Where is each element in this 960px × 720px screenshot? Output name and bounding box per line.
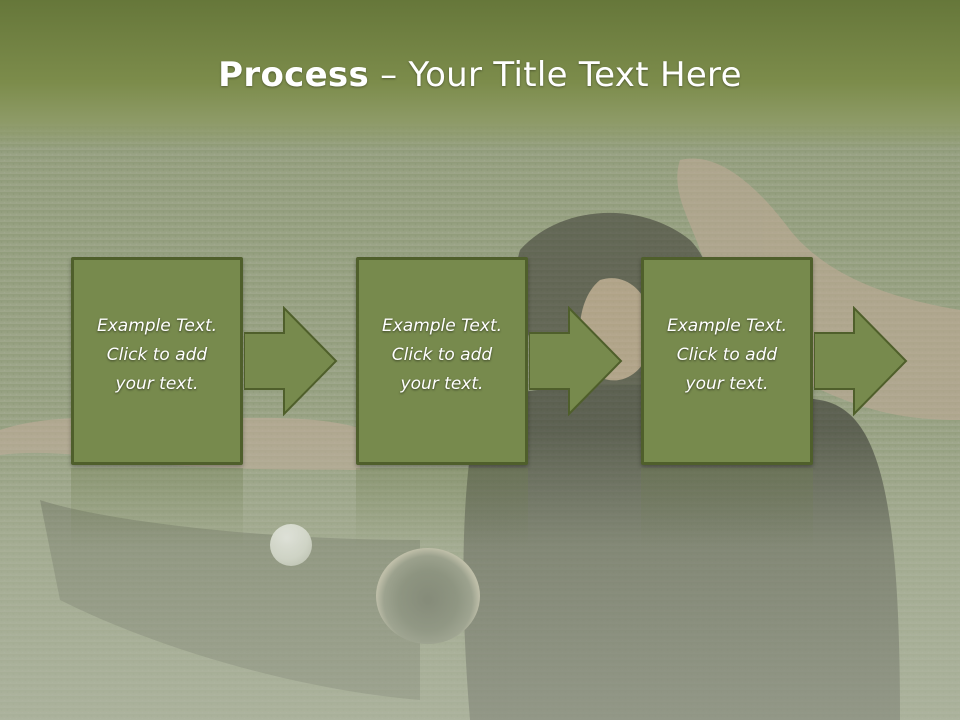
- arrow-right-icon: [244, 306, 338, 416]
- process-step-3[interactable]: Example Text. Click to add your text.: [641, 257, 813, 465]
- step-1-text: Example Text. Click to add your text.: [74, 312, 240, 399]
- arrow-right-icon: [814, 306, 908, 416]
- step-2-reflection: [356, 468, 528, 548]
- step-1-line-2: Click to add: [106, 345, 208, 365]
- step-3-text: Example Text. Click to add your text.: [644, 312, 810, 399]
- process-step-2[interactable]: Example Text. Click to add your text.: [356, 257, 528, 465]
- step-1-line-1: Example Text.: [96, 316, 218, 336]
- process-step-1[interactable]: Example Text. Click to add your text.: [71, 257, 243, 465]
- step-3-line-1: Example Text.: [666, 316, 788, 336]
- title-bold: Process: [218, 55, 370, 95]
- step-3-reflection: [641, 468, 813, 548]
- step-2-text: Example Text. Click to add your text.: [359, 312, 525, 399]
- arrow-right-icon: [529, 306, 623, 416]
- step-2-line-1: Example Text.: [381, 316, 503, 336]
- step-1-reflection: [71, 468, 243, 548]
- slide-title[interactable]: Process – Your Title Text Here: [0, 50, 960, 100]
- step-3-line-3: your text.: [685, 374, 769, 394]
- step-2-line-3: your text.: [400, 374, 484, 394]
- title-rest: – Your Title Text Here: [369, 55, 742, 95]
- bottom-fade: [0, 430, 960, 720]
- step-2-line-2: Click to add: [391, 345, 493, 365]
- step-3-line-2: Click to add: [676, 345, 778, 365]
- step-1-line-3: your text.: [115, 374, 199, 394]
- title-band: [0, 0, 960, 150]
